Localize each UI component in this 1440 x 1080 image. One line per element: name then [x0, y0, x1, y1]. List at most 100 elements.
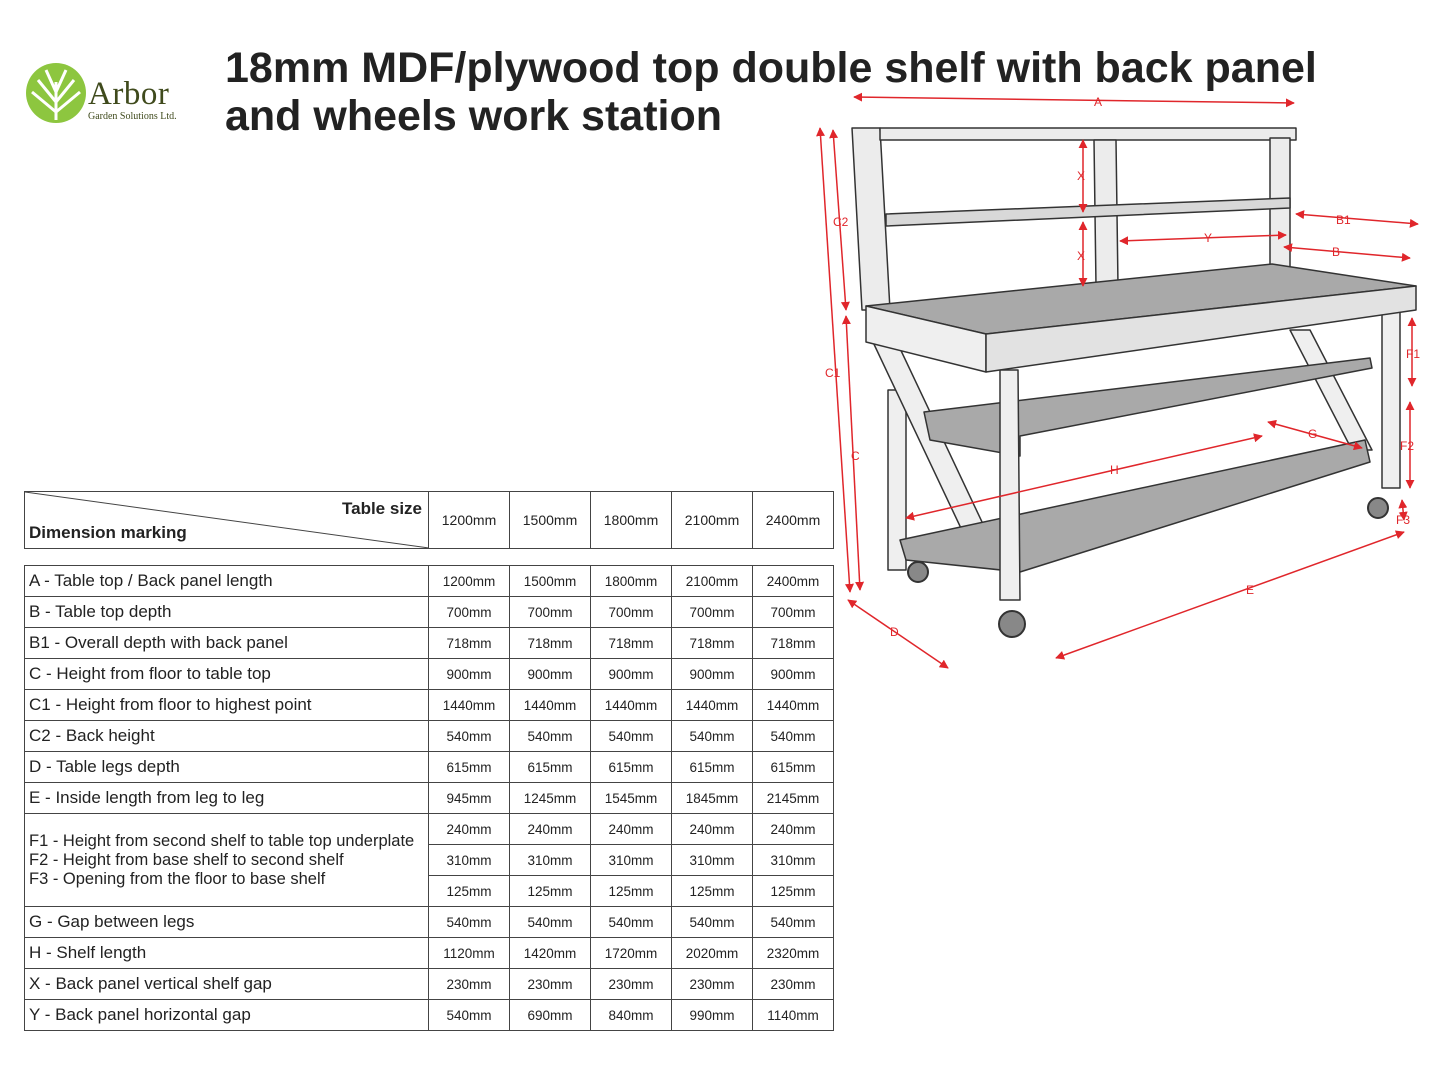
cell-value: 125mm [752, 875, 834, 907]
table-row: 310mm 310mm 310mm 310mm 310mm [25, 844, 834, 876]
cell-value: 700mm [671, 596, 753, 628]
cell-value: 900mm [671, 658, 753, 690]
cell-value: 1200mm [428, 565, 510, 597]
dim-label-f3: F3 [1396, 513, 1410, 527]
cell-value: 230mm [428, 968, 510, 1000]
cell-value: 2100mm [671, 565, 753, 597]
dim-label-e: E [1246, 583, 1254, 597]
dimension-line-c2 [829, 129, 850, 311]
front-right-leg [1381, 311, 1401, 489]
dimension-line-b1 [1295, 210, 1419, 228]
cell-value: 615mm [590, 751, 672, 783]
header-corner-cell: Table size Dimension marking [24, 491, 429, 549]
diagonal-divider [25, 492, 429, 548]
row-label: Y - Back panel horizontal gap [24, 999, 429, 1031]
middle-shelf [923, 357, 1373, 457]
size-header: 1800mm [590, 491, 672, 549]
dimension-line-f3 [1398, 499, 1408, 521]
leaf-icon [26, 63, 86, 123]
cell-value: 125mm [671, 875, 753, 907]
dimension-line-b [1283, 243, 1411, 262]
dimension-line-c [841, 315, 865, 591]
cell-value: 230mm [752, 968, 834, 1000]
cell-value: 700mm [428, 596, 510, 628]
cell-value: 2320mm [752, 937, 834, 969]
row-label: F1 - Height from second shelf to table t… [29, 831, 415, 850]
table-row: H - Shelf length 1120mm 1420mm 1720mm 20… [24, 937, 834, 969]
cell-value: 1440mm [752, 689, 834, 721]
dimension-marking-label: Dimension marking [29, 523, 187, 542]
f-group-label: F1 - Height from second shelf to table t… [24, 813, 429, 907]
row-label: G - Gap between legs [24, 906, 429, 938]
logo-tagline: Garden Solutions Ltd. [88, 111, 177, 122]
cell-value: 540mm [752, 906, 834, 938]
cell-value: 540mm [509, 720, 591, 752]
cell-value: 1245mm [509, 782, 591, 814]
cell-value: 615mm [428, 751, 510, 783]
company-logo: Arbor Garden Solutions Ltd. [26, 62, 201, 132]
dim-label-h: H [1110, 463, 1119, 477]
dim-label-x-lower: X [1077, 249, 1085, 263]
table-top-side-edge [985, 285, 1417, 373]
table-row: 125mm 125mm 125mm 125mm 125mm [25, 875, 834, 907]
row-label: C2 - Back height [24, 720, 429, 752]
row-label: C1 - Height from floor to highest point [24, 689, 429, 721]
workbench-drawing: A B1 B Y X X C1 C2 C D E F1 F2 F3 G H [816, 92, 1420, 669]
logo-brand-text: Arbor [88, 76, 170, 112]
cell-value: 240mm [752, 813, 834, 845]
size-header: 2100mm [671, 491, 753, 549]
cell-value: 1545mm [590, 782, 672, 814]
cell-value: 990mm [671, 999, 753, 1031]
cell-value: 945mm [428, 782, 510, 814]
row-label: D - Table legs depth [24, 751, 429, 783]
cell-value: 615mm [752, 751, 834, 783]
cell-value: 1800mm [590, 565, 672, 597]
row-label: E - Inside length from leg to leg [24, 782, 429, 814]
cell-value: 125mm [428, 875, 510, 907]
cell-value: 540mm [509, 906, 591, 938]
cell-value: 615mm [509, 751, 591, 783]
size-header: 1500mm [509, 491, 591, 549]
cell-value: 615mm [671, 751, 753, 783]
table-row: B - Table top depth 700mm 700mm 700mm 70… [24, 596, 834, 628]
cell-value: 540mm [428, 720, 510, 752]
cell-value: 700mm [509, 596, 591, 628]
cell-value: 1440mm [590, 689, 672, 721]
cell-value: 900mm [428, 658, 510, 690]
cell-value: 700mm [752, 596, 834, 628]
cell-value: 540mm [428, 906, 510, 938]
cell-value: 718mm [752, 627, 834, 659]
row-label: F3 - Opening from the floor to base shel… [29, 869, 326, 888]
cell-value: 700mm [590, 596, 672, 628]
back-panel-top-rail [879, 127, 1297, 141]
cell-value: 1440mm [671, 689, 753, 721]
cell-value: 1845mm [671, 782, 753, 814]
dimension-line-c1 [816, 127, 854, 593]
dimension-line-y [1119, 230, 1287, 246]
cell-value: 840mm [590, 999, 672, 1031]
cell-value: 2145mm [752, 782, 834, 814]
dimension-line-d [847, 599, 949, 669]
table-row: C1 - Height from floor to highest point … [24, 689, 834, 721]
table-row: B1 - Overall depth with back panel 718mm… [24, 627, 834, 659]
dim-label-a: A [1094, 95, 1102, 109]
cell-value: 310mm [428, 844, 510, 876]
cell-value: 2020mm [671, 937, 753, 969]
cell-value: 540mm [671, 906, 753, 938]
cell-value: 240mm [509, 813, 591, 845]
dimension-line-g [1267, 419, 1363, 451]
dim-label-b: B [1332, 245, 1340, 259]
size-header: 1200mm [428, 491, 510, 549]
cell-value: 125mm [590, 875, 672, 907]
cell-value: 1500mm [509, 565, 591, 597]
cell-value: 690mm [509, 999, 591, 1031]
cell-value: 900mm [509, 658, 591, 690]
table-row: D - Table legs depth 615mm 615mm 615mm 6… [24, 751, 834, 783]
dim-label-g: G [1308, 427, 1317, 441]
cell-value: 240mm [671, 813, 753, 845]
cell-value: 310mm [590, 844, 672, 876]
dim-label-c1: C1 [825, 366, 841, 380]
back-panel-left-post [851, 127, 891, 311]
cell-value: 310mm [671, 844, 753, 876]
row-label: B - Table top depth [24, 596, 429, 628]
